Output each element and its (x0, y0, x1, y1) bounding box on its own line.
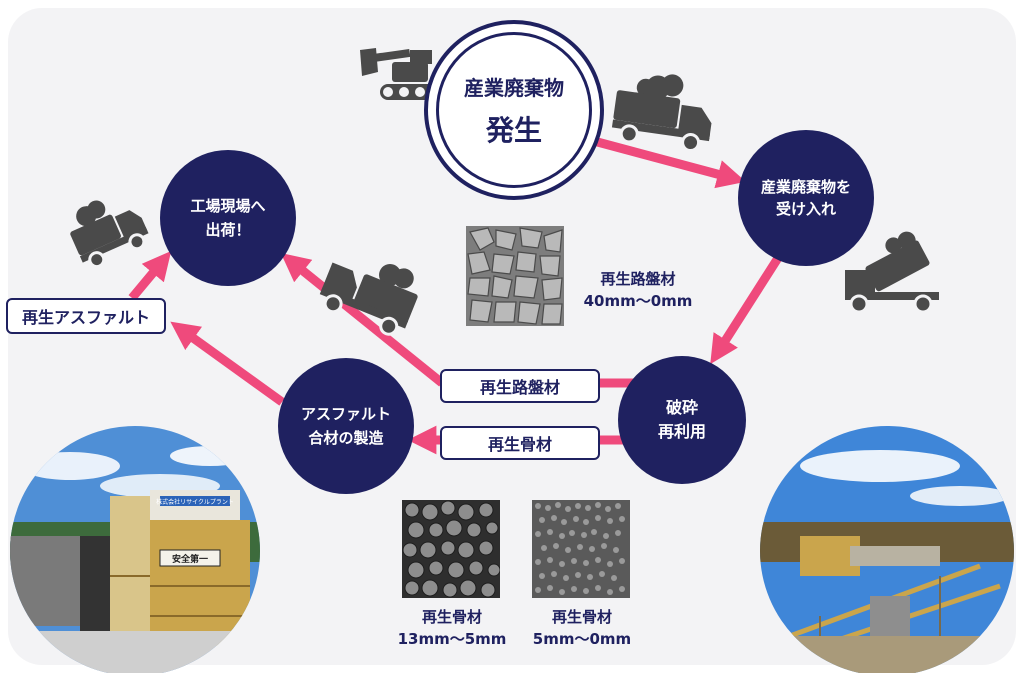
caption-aggregate-5-0: 再生骨材 5mm〜0mm (514, 606, 650, 650)
node-receive-line1: 産業廃棄物を (760, 178, 851, 196)
caption-roadbed-line2: 40mm〜0mm (583, 292, 693, 310)
caption-roadbed-line1: 再生路盤材 (600, 270, 676, 288)
plant-banner-text: 株式会社リサイクルプラント (156, 498, 234, 506)
arrow-recycled-to-ship (128, 250, 172, 301)
caption-agg-a-line1: 再生骨材 (421, 608, 482, 626)
aggregate-5-0-stone-image (532, 500, 630, 598)
caption-agg-a-line2: 13mm〜5mm (397, 630, 507, 648)
label-aggregate: 再生骨材 (440, 426, 600, 460)
caption-aggregate-13-5: 再生骨材 13mm〜5mm (384, 606, 520, 650)
caption-agg-b-line1: 再生骨材 (551, 608, 612, 626)
label-roadbed: 再生路盤材 (440, 369, 600, 403)
node-ship-line1: 工場現場へ (190, 197, 266, 215)
truck-icon-left (70, 200, 149, 269)
node-ship-line2: 出荷！ (205, 221, 251, 239)
arrow-receive-to-crush (710, 255, 782, 365)
node-receive: 産業廃棄物を 受け入れ (738, 130, 874, 266)
dump-truck-icon (845, 231, 939, 314)
node-ship: 工場現場へ 出荷！ (160, 150, 296, 286)
truck-icon-middle (319, 262, 418, 336)
roadbed-stone-image (466, 226, 564, 326)
caption-roadbed: 再生路盤材 40mm〜0mm (568, 268, 708, 312)
node-origin: 産業廃棄物 発生 (424, 20, 604, 200)
node-asphalt-line2: 合材の製造 (308, 429, 384, 447)
aggregate-13-5-stone-image (402, 500, 500, 598)
caption-agg-b-line2: 5mm〜0mm (532, 630, 632, 648)
arrow-asphalt-to-recycled (170, 321, 285, 406)
crushing-plant-photo (760, 426, 1014, 673)
arrow-origin-to-receive (588, 135, 746, 189)
node-crush: 破砕 再利用 (618, 356, 746, 484)
node-receive-line2: 受け入れ (775, 200, 836, 218)
node-asphalt: アスファルト 合材の製造 (278, 358, 414, 494)
plant-sign-text: 安全第一 (172, 553, 208, 565)
node-origin-line1: 産業廃棄物 (464, 75, 564, 100)
node-crush-line2: 再利用 (657, 422, 706, 441)
label-recycled-asphalt: 再生アスファルト (6, 298, 166, 334)
node-crush-line1: 破砕 (665, 398, 698, 417)
truck-icon-top (611, 74, 712, 153)
asphalt-plant-photo: 株式会社リサイクルプラント 安全第一 (10, 426, 260, 673)
node-origin-line2: 発生 (485, 113, 542, 147)
arrow-roadbed-to-ship (280, 252, 445, 387)
node-asphalt-line1: アスファルト (300, 405, 391, 423)
